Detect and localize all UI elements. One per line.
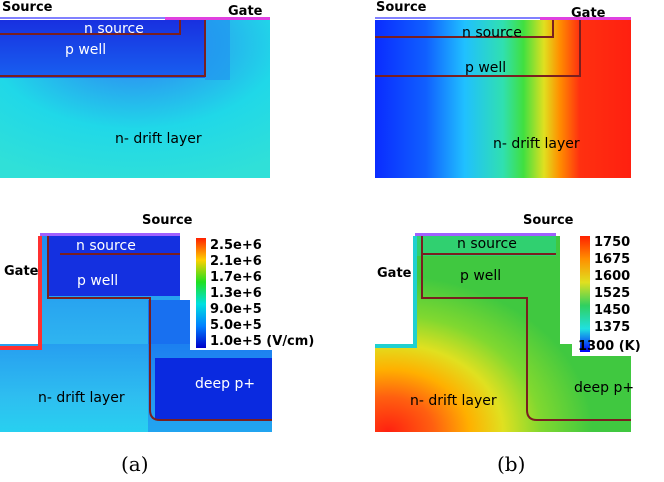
legend-a-tick-4: 9.0e+5 (210, 302, 262, 317)
n-source-label: n source (76, 238, 136, 254)
source-electrode (0, 17, 165, 19)
gate-oxide (0, 236, 42, 350)
legend-b-tick-4: 1450 (594, 303, 630, 318)
temperature-color-scale (580, 236, 590, 352)
source-label: Source (2, 0, 53, 15)
source-label: Source (142, 213, 193, 228)
p-well-junction (47, 236, 272, 421)
source-electrode (415, 233, 556, 236)
panel-b-top: Source Gate n source p well n- drift lay… (375, 0, 631, 178)
p-well-label: p well (65, 42, 106, 58)
temperature-map-bottom (375, 236, 631, 432)
legend-b-tick-5: 1375 (594, 320, 630, 335)
n-source-label: n source (462, 25, 522, 41)
n-source-label: n source (457, 236, 517, 252)
drift-layer-label: n- drift layer (115, 131, 202, 147)
p-well-region (0, 20, 205, 78)
caption-a: (a) (121, 452, 149, 476)
gate-label: Gate (228, 4, 263, 19)
legend-b-tick-0: 1750 (594, 235, 630, 250)
panel-b-bottom: Source Gate n source p well n- drift lay… (375, 213, 664, 432)
temperature-map-top (375, 20, 631, 178)
legend-b-tick-1: 1675 (594, 252, 630, 267)
p-well-label: p well (460, 268, 501, 284)
source-electrode (375, 17, 540, 19)
gate-label: Gate (4, 264, 39, 279)
legend-a-tick-3: 1.3e+6 (210, 286, 262, 301)
p-well-label: p well (465, 60, 506, 76)
legend-b-tick-6: 1300 (K) (578, 339, 641, 354)
gate-label: Gate (377, 266, 412, 281)
p-well-junction (375, 20, 581, 77)
legend-b-tick-3: 1525 (594, 286, 630, 301)
drift-layer-label: n- drift layer (410, 393, 497, 409)
drift-layer-label: n- drift layer (493, 136, 580, 152)
drift-layer-label: n- drift layer (38, 390, 125, 406)
p-well-junction (0, 20, 206, 77)
legend-a-tick-5: 5.0e+5 (210, 318, 262, 333)
n-source-junction (375, 20, 554, 38)
n-source-region (416, 236, 556, 256)
caption-b: (b) (497, 452, 525, 476)
source-electrode (40, 233, 180, 236)
deep-p-label: deep p+ (574, 380, 634, 396)
legend-b-tick-2: 1600 (594, 269, 630, 284)
p-well-junction (421, 236, 631, 421)
gate-label: Gate (571, 6, 606, 21)
deep-p-label: deep p+ (195, 376, 255, 392)
efield-color-scale (196, 238, 206, 348)
n-source-junction (0, 20, 181, 35)
panel-a-bottom: Source Gate n source p well n- drift lay… (0, 213, 314, 432)
n-source-label: n source (84, 21, 144, 37)
legend-a-tick-6: 1.0e+5 (V/cm) (210, 334, 314, 349)
legend-a-tick-2: 1.7e+6 (210, 270, 262, 285)
legend-a-tick-1: 2.1e+6 (210, 254, 262, 269)
legend-a-tick-0: 2.5e+6 (210, 238, 262, 253)
p-well-label: p well (77, 273, 118, 289)
gate-electrode (540, 17, 631, 20)
source-label: Source (376, 0, 427, 15)
gate-electrode (165, 17, 270, 20)
source-label: Source (523, 213, 574, 228)
panel-a-top: Source Gate n source p well n- drift lay… (0, 0, 270, 178)
gate-oxide (375, 236, 417, 348)
